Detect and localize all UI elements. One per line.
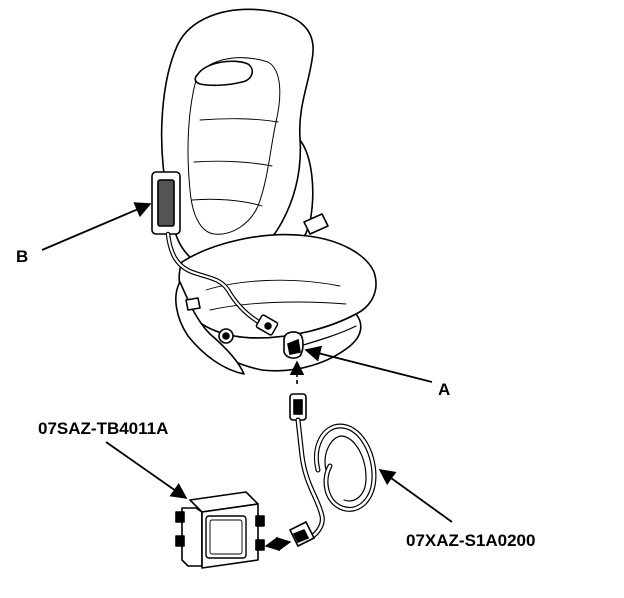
callout-a: A xyxy=(304,345,450,399)
tester-display xyxy=(205,515,247,559)
label-a: A xyxy=(438,380,450,399)
headrest-opening xyxy=(194,60,254,87)
seat-back-panel xyxy=(187,57,281,235)
callout-tester: 07SAZ-TB4011A xyxy=(38,419,188,499)
seat xyxy=(160,8,377,375)
label-tester-part: 07SAZ-TB4011A xyxy=(38,419,168,438)
seat-belt-buckle xyxy=(303,213,329,235)
seat-back xyxy=(160,8,314,273)
wiring-harness xyxy=(165,231,265,327)
arrow-cable xyxy=(378,469,453,523)
label-b: B xyxy=(16,247,28,266)
label-cable-part: 07XAZ-S1A0200 xyxy=(406,531,535,550)
cable-plug xyxy=(289,393,307,421)
harness-connector xyxy=(255,314,279,336)
callout-b: B xyxy=(16,202,152,266)
side-panel xyxy=(175,281,245,375)
connector-a xyxy=(283,331,304,359)
side-airbag-module xyxy=(151,171,181,235)
cable-end-connector xyxy=(288,520,316,548)
seat-rail xyxy=(299,325,357,347)
callout-cable: 07XAZ-S1A0200 xyxy=(378,469,535,550)
tester-box xyxy=(175,491,265,569)
tester-connection-arrow xyxy=(264,536,292,552)
arrow-tester xyxy=(105,441,188,499)
arrow-a xyxy=(304,345,433,383)
test-cable xyxy=(288,393,377,548)
arrow-b xyxy=(41,202,152,251)
